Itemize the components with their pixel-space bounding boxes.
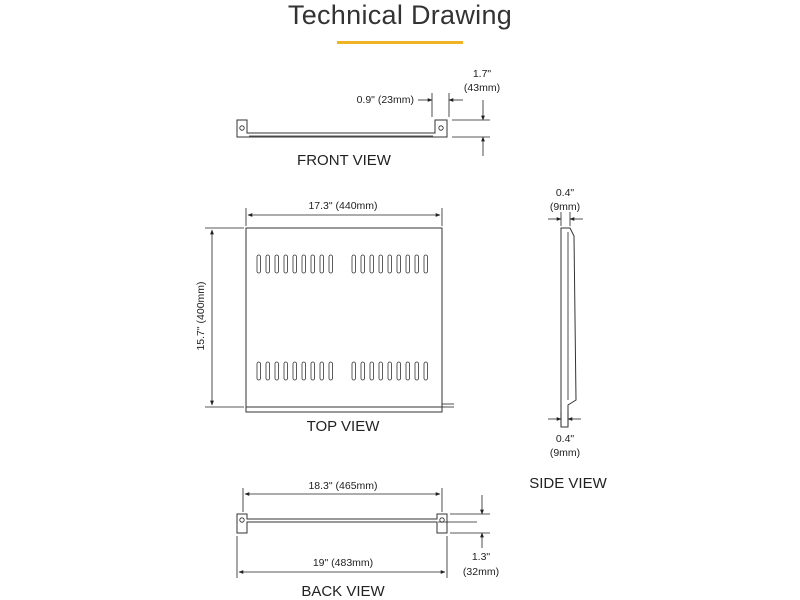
vent-slot xyxy=(387,361,392,381)
title-underline xyxy=(337,41,463,44)
back-height-dimension: 1.3" (32mm) xyxy=(450,495,499,578)
vent-slot xyxy=(328,361,333,381)
front-view-label: FRONT VIEW xyxy=(297,152,392,169)
back-view-label: BACK VIEW xyxy=(301,583,385,600)
vent-slot xyxy=(423,361,428,381)
vent-slot xyxy=(256,361,261,381)
front-view: 0.9" (23mm) 1.7" (43mm) FRONT VIEW xyxy=(236,68,500,169)
vent-slot xyxy=(360,254,365,274)
vent-slot xyxy=(396,361,401,381)
side-view: 0.4" (9mm) 0.4" (9mm) SIDE VIEW xyxy=(529,187,607,492)
vent-slot xyxy=(378,254,383,274)
vent-slot xyxy=(310,361,315,381)
back-height-label-in: 1.3" xyxy=(472,551,491,563)
vent-slot xyxy=(414,361,419,381)
vent-slot xyxy=(301,361,306,381)
front-height-label-mm: (43mm) xyxy=(464,82,500,94)
vent-slot xyxy=(369,254,374,274)
vent-slot xyxy=(351,361,356,381)
back-inner-width-dimension: 18.3" (465mm) xyxy=(242,480,443,512)
back-outer-width-label: 19" (483mm) xyxy=(313,557,373,569)
vent-slot xyxy=(274,254,279,274)
vent-slot xyxy=(283,254,288,274)
vent-slot xyxy=(387,254,392,274)
page-title: Technical Drawing xyxy=(287,0,513,30)
vent-slot xyxy=(351,254,356,274)
back-view: 18.3" (465mm) 19" (483mm) 1.3" (32mm) BA… xyxy=(236,480,499,600)
front-depth-dimension: 0.9" (23mm) xyxy=(357,93,463,117)
vent-slot xyxy=(301,254,306,274)
back-outer-width-dimension: 19" (483mm) xyxy=(236,536,448,578)
vent-slot xyxy=(405,254,410,274)
back-view-shelf xyxy=(236,513,477,534)
front-depth-label: 0.9" (23mm) xyxy=(357,94,414,106)
top-view-label: TOP VIEW xyxy=(307,418,381,435)
front-height-label-in: 1.7" xyxy=(473,68,492,80)
vent-slot xyxy=(328,254,333,274)
vent-slot xyxy=(423,254,428,274)
top-view: 17.3" (440mm) 15.7" (400mm) TOP VIEW xyxy=(195,200,454,435)
vent-slot xyxy=(405,361,410,381)
vent-slot xyxy=(292,254,297,274)
vent-slot xyxy=(378,361,383,381)
vent-slot xyxy=(310,254,315,274)
vent-slot xyxy=(292,361,297,381)
side-top-dimension: 0.4" (9mm) xyxy=(548,187,583,226)
vent-slot xyxy=(319,361,324,381)
side-view-shelf xyxy=(560,227,577,428)
vent-slot xyxy=(283,361,288,381)
top-view-shelf xyxy=(245,227,454,413)
back-inner-width-label: 18.3" (465mm) xyxy=(308,480,377,492)
vent-slot xyxy=(265,361,270,381)
vent-slot xyxy=(274,361,279,381)
vent-slot xyxy=(369,361,374,381)
side-bottom-dimension: 0.4" (9mm) xyxy=(548,412,581,459)
top-depth-label: 15.7" (400mm) xyxy=(195,281,207,350)
side-top-label-in: 0.4" xyxy=(556,187,575,199)
front-view-shelf xyxy=(236,119,448,138)
side-bottom-label-in: 0.4" xyxy=(556,433,575,445)
vent-slot xyxy=(256,254,261,274)
side-view-label: SIDE VIEW xyxy=(529,475,607,492)
vent-slot xyxy=(396,254,401,274)
vent-slot xyxy=(414,254,419,274)
top-depth-dimension: 15.7" (400mm) xyxy=(195,227,244,408)
vent-slot xyxy=(319,254,324,274)
top-width-dimension: 17.3" (440mm) xyxy=(245,200,443,226)
vent-slot xyxy=(265,254,270,274)
top-width-label: 17.3" (440mm) xyxy=(308,200,377,212)
vent-slot xyxy=(360,361,365,381)
side-bottom-label-mm: (9mm) xyxy=(550,447,580,459)
back-height-label-mm: (32mm) xyxy=(463,566,499,578)
front-height-dimension: 1.7" (43mm) xyxy=(452,68,500,156)
side-top-label-mm: (9mm) xyxy=(550,201,580,213)
vent-slots xyxy=(256,254,428,381)
